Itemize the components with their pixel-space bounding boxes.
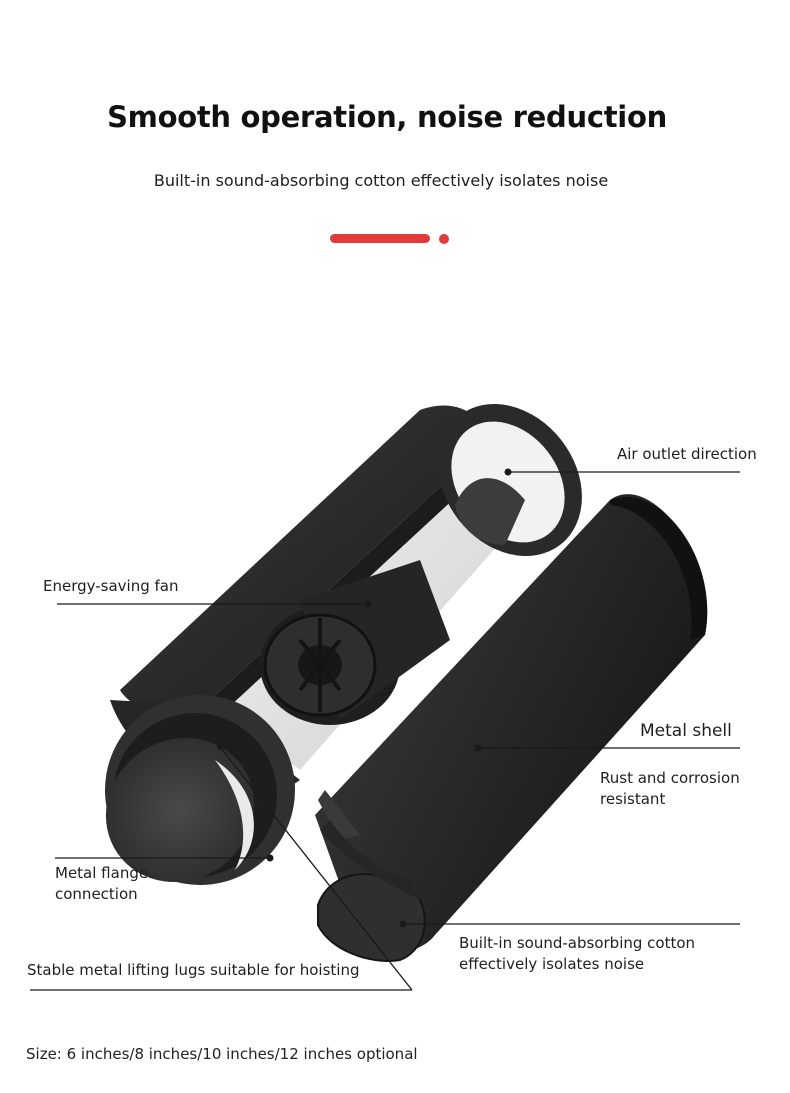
- label-metal-flange: Metal flange connection: [55, 864, 149, 903]
- outlet-flange: [438, 403, 582, 557]
- page-subtitle: Built-in sound-absorbing cotton effectiv…: [153, 171, 609, 190]
- label-rust-resistant: Rust and corrosion resistant: [600, 769, 740, 808]
- label-sound-absorbing-cotton: Built-in sound-absorbing cotton effectiv…: [459, 934, 696, 973]
- accent-dot: [439, 234, 449, 244]
- fan-assembly: [260, 560, 450, 725]
- size-options: Size: 6 inches/8 inches/10 inches/12 inc…: [26, 1045, 418, 1063]
- page-title: Smooth operation, noise reduction: [107, 100, 667, 134]
- label-energy-saving-fan: Energy-saving fan: [43, 577, 179, 595]
- metal-flange: [105, 695, 295, 885]
- label-air-outlet: Air outlet direction: [617, 445, 757, 463]
- accent-bar: [330, 234, 430, 243]
- closed-duct: [315, 494, 708, 962]
- open-duct: [105, 403, 582, 885]
- label-lifting-lugs: Stable metal lifting lugs suitable for h…: [27, 961, 360, 979]
- label-metal-shell: Metal shell: [640, 721, 732, 741]
- callout-lines: [30, 468, 740, 991]
